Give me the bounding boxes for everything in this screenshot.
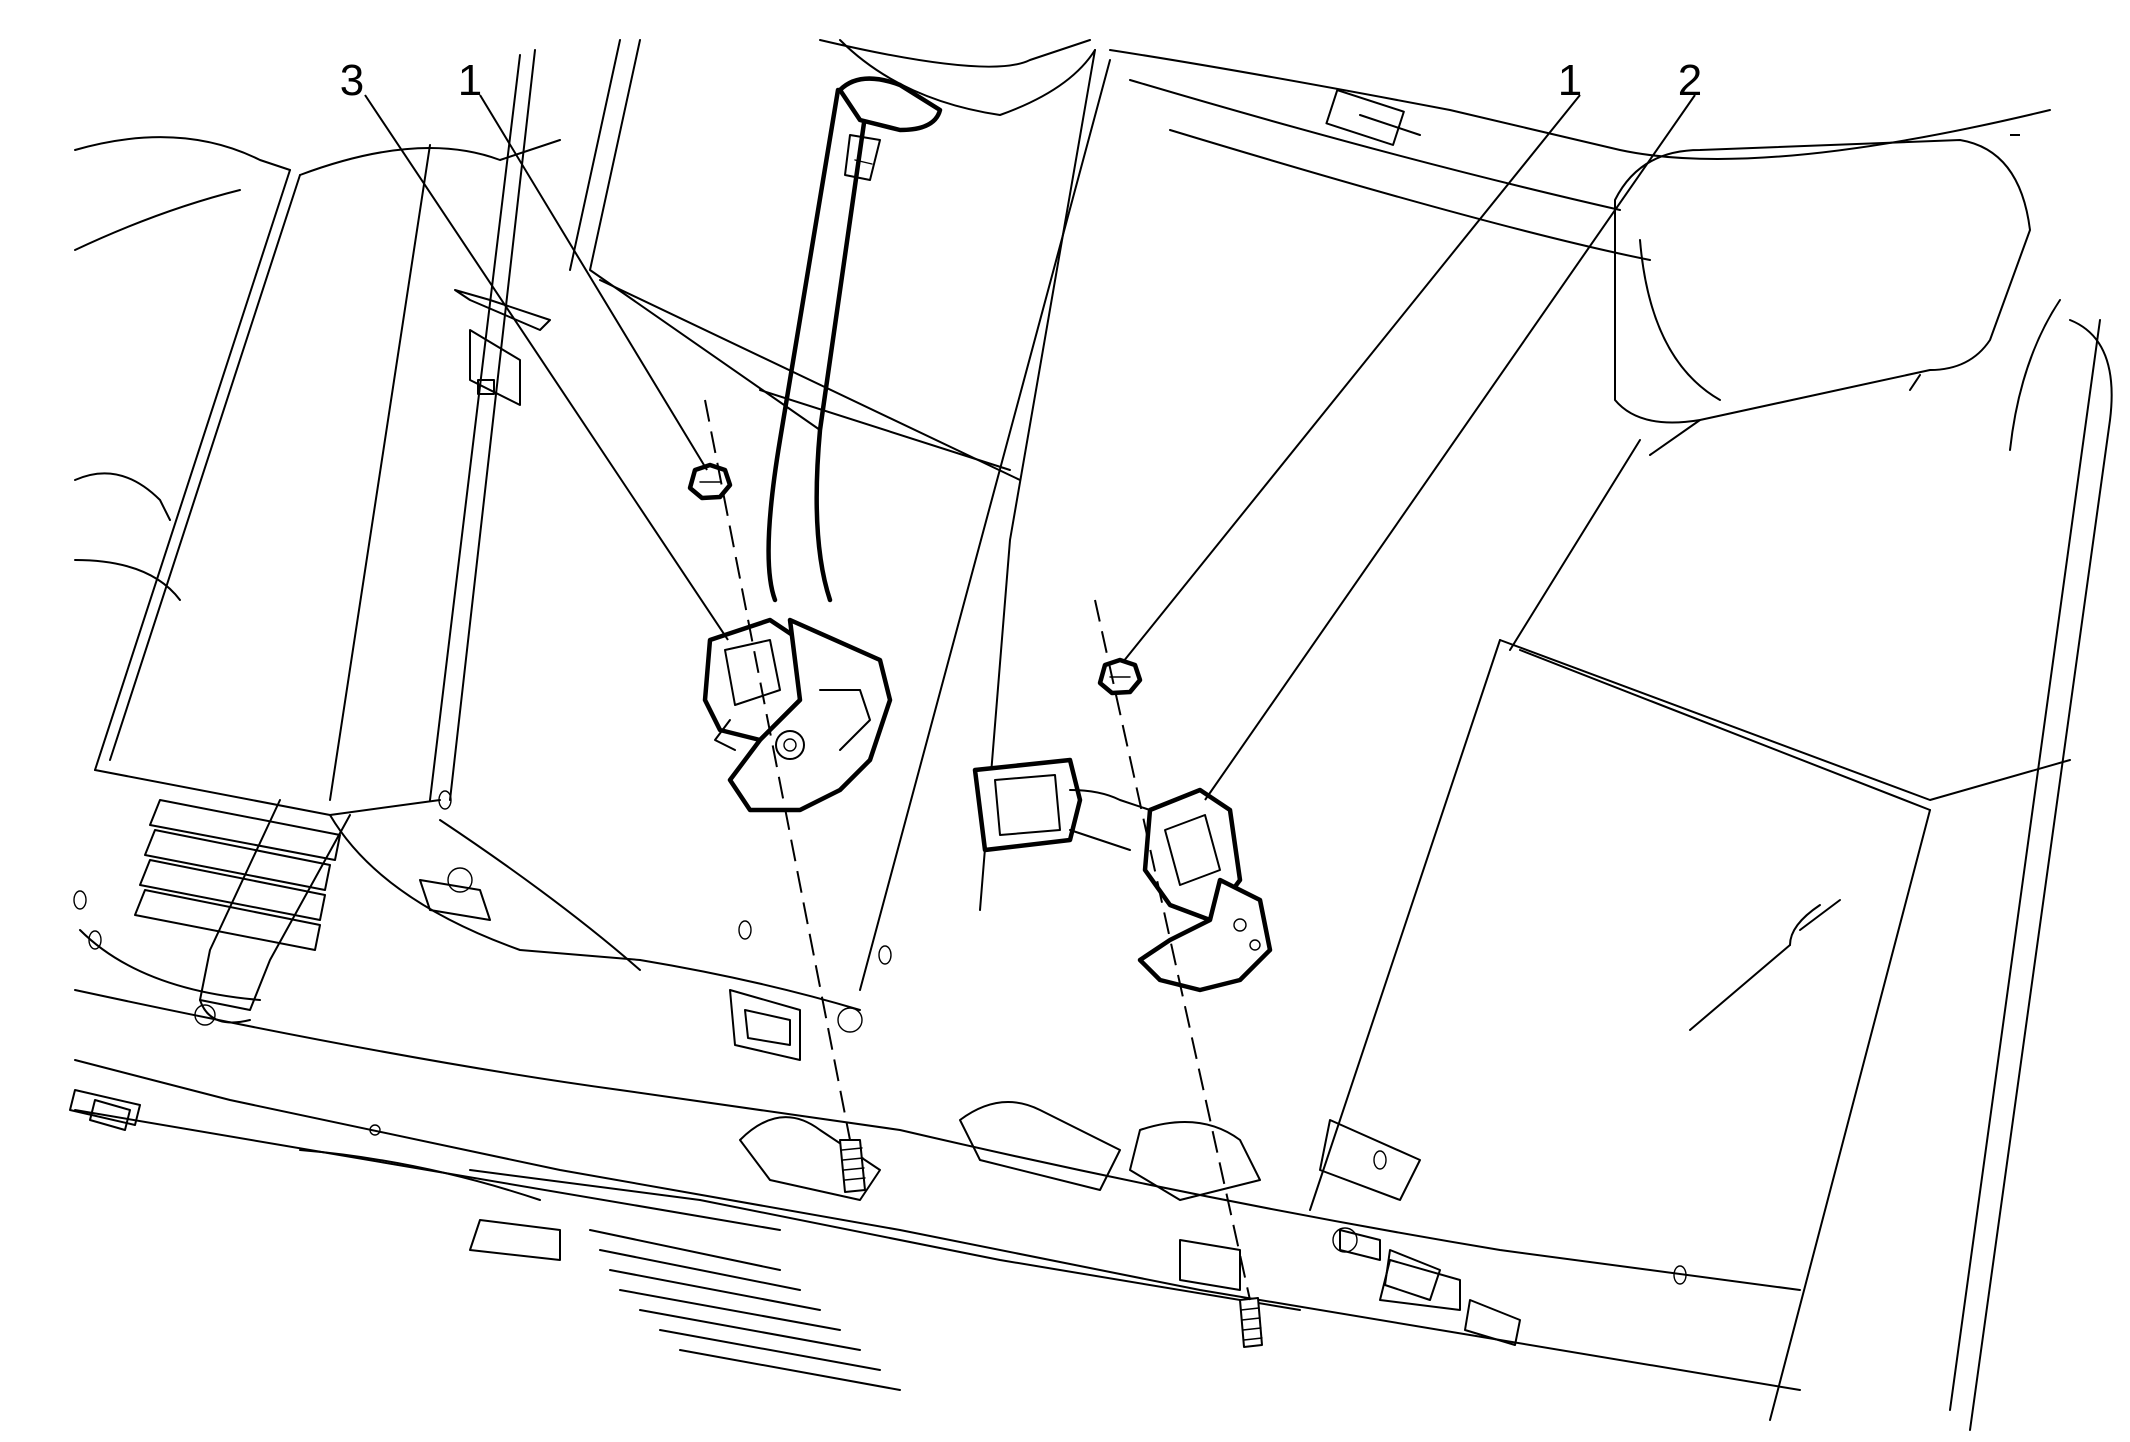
callout-1-right: 1 [1558,56,1582,105]
vehicle-interior-outline [69,39,2113,1431]
callout-2: 2 [1678,56,1702,105]
right-belt-buckle-assembly [972,757,1273,993]
right-nut-icon [1097,657,1143,696]
callout-1-left: 1 [458,56,482,105]
assembly-centerlines [704,399,1251,1301]
callout-3: 3 [340,56,364,105]
right-stud-icon [1239,1297,1263,1348]
left-stud-icon [839,1139,866,1193]
center-belt-buckle-assembly [702,76,943,813]
left-nut-icon [687,462,733,501]
callout-leaders [364,94,2020,801]
